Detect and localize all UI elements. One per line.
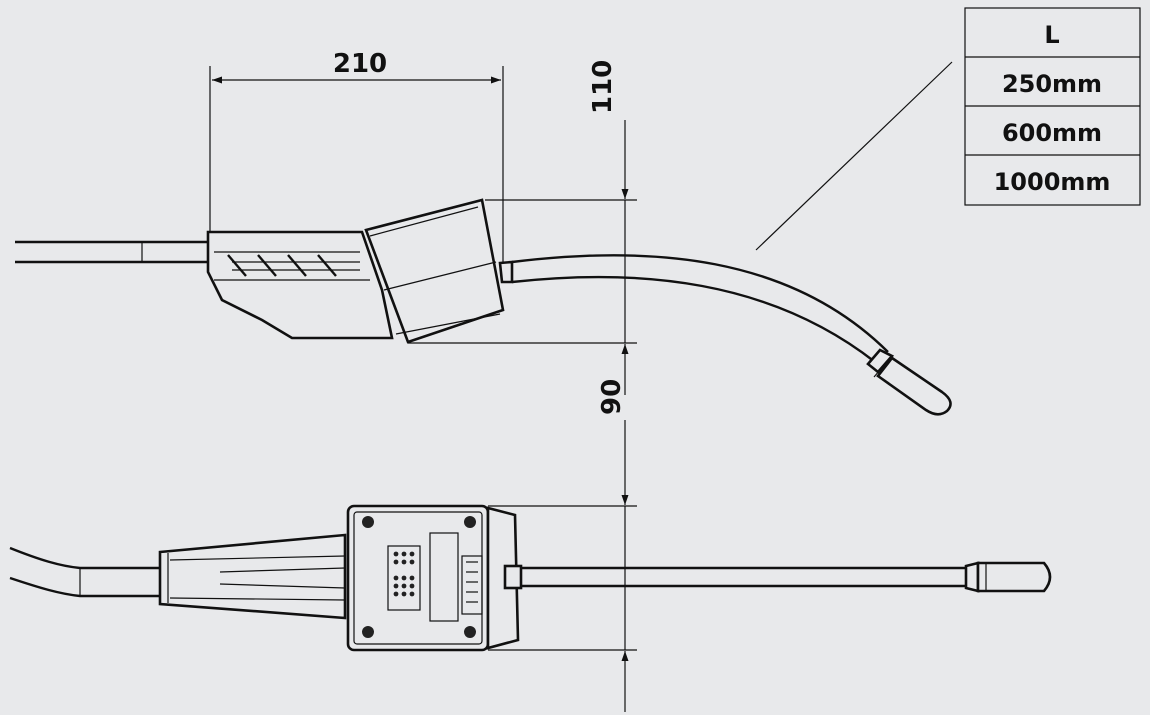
dimension-top-height: 90 <box>488 379 637 712</box>
side-probe <box>498 254 952 416</box>
side-main-box <box>364 198 505 344</box>
top-view <box>9 504 1052 652</box>
length-table-row: 1000mm <box>994 168 1111 196</box>
top-handle <box>158 533 347 620</box>
top-probe <box>503 561 1052 593</box>
dimension-side-height: 110 <box>408 60 637 395</box>
side-view <box>15 198 952 416</box>
leader-line <box>755 61 953 251</box>
length-table-row: 600mm <box>1002 119 1102 147</box>
top-main-box <box>346 504 520 652</box>
top-height-dimension-label: 90 <box>597 379 627 415</box>
length-table: L 250mm 600mm 1000mm <box>755 7 1141 251</box>
side-height-dimension-label: 110 <box>588 60 618 114</box>
side-cable <box>15 240 210 264</box>
top-cable <box>9 546 160 598</box>
side-handle <box>206 230 394 340</box>
width-dimension-label: 210 <box>333 49 387 79</box>
dimension-width: 210 <box>209 49 504 262</box>
length-table-row: 250mm <box>1002 70 1102 98</box>
length-table-header: L <box>1044 21 1059 49</box>
